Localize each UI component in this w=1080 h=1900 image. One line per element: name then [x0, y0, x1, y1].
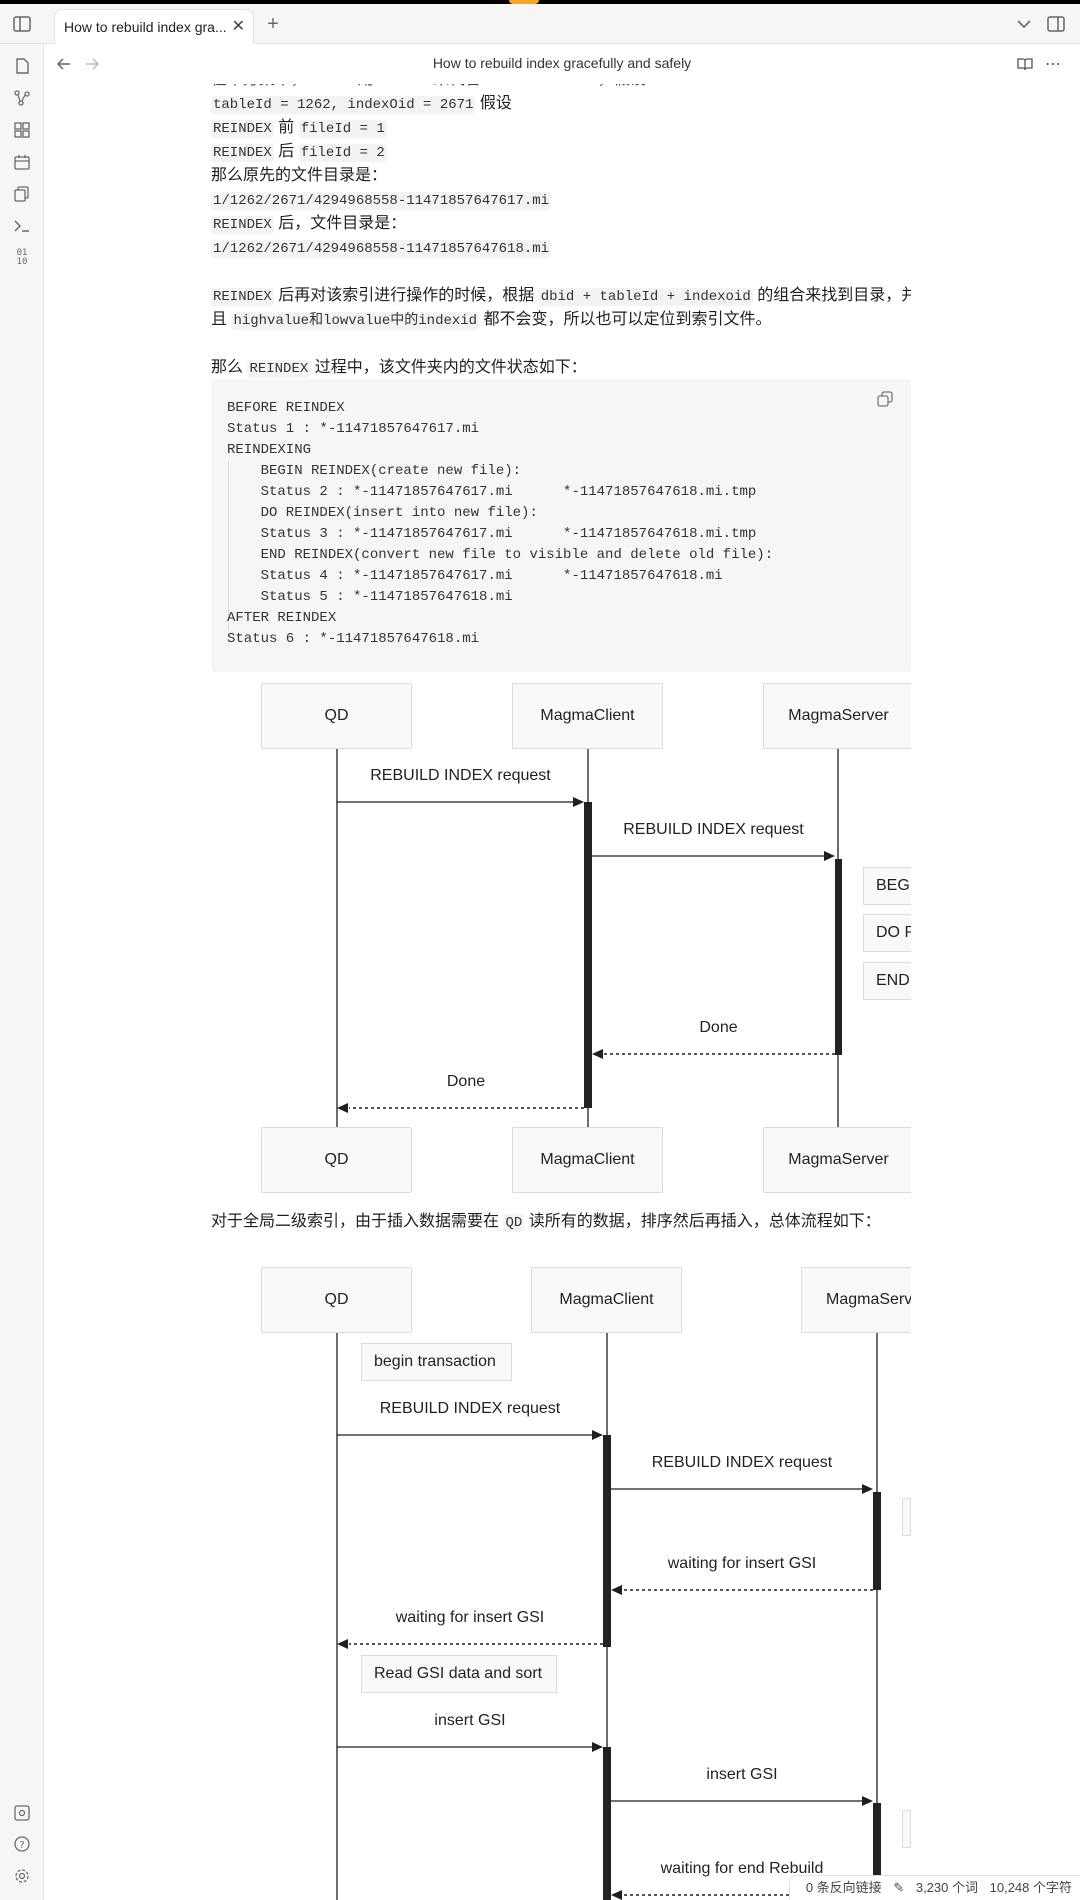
copy-icon[interactable]	[874, 388, 896, 410]
actor-magmaserver-top: MagmaServer	[763, 683, 911, 749]
canvas-icon[interactable]	[11, 119, 33, 141]
code-block-text: BEFORE REINDEX Status 1 : *-114718576476…	[227, 400, 774, 647]
char-count: 10,248 个字符	[989, 1880, 1072, 1895]
actor-qd-top: QD	[261, 683, 412, 749]
reading-mode-book-icon[interactable]	[1014, 54, 1036, 74]
message-label: REBUILD INDEX request	[379, 1400, 561, 1417]
tab-title: How to rebuild index gra...	[64, 19, 227, 35]
sequence-diagram-reindex: QD MagmaClient MagmaServer REBUILD INDEX…	[211, 84, 911, 1900]
graph-view-icon[interactable]	[11, 87, 33, 109]
note-partial	[902, 1498, 911, 1536]
actor-qd: QD	[261, 1267, 412, 1333]
message-label: waiting for insert GSI	[395, 1609, 545, 1626]
note-partial	[902, 1810, 911, 1848]
inline-code: REINDEX	[211, 144, 274, 162]
vault-switcher-icon[interactable]	[11, 1802, 33, 1824]
actor-magmaserver-bottom: MagmaServer	[763, 1127, 911, 1193]
text-line: 那么原先的文件目录是：	[211, 167, 388, 184]
paragraph-line: REINDEX 后再对该索引进行操作的时候，根据 dbid + tableId …	[211, 287, 911, 306]
note-title[interactable]: How to rebuild index gracefully and safe…	[432, 55, 692, 71]
note-do-reindex: DO REINDEX	[863, 914, 911, 952]
more-options-icon[interactable]: ⋯	[1045, 56, 1061, 73]
sequence-diagram-gsi: QD MagmaClient MagmaServer begin transac…	[211, 84, 911, 1900]
text-line: REINDEX 前 fileId = 1	[211, 119, 387, 138]
inline-code: REINDEX	[211, 120, 274, 138]
activation-bar-server-2	[873, 1492, 881, 1590]
message-label: insert GSI	[434, 1712, 506, 1729]
inline-code: 1/1262/2671/4294968558-11471857647618.mi	[211, 240, 552, 258]
settings-gear-icon[interactable]	[11, 1865, 33, 1887]
inline-code: QD	[503, 1214, 525, 1232]
word-count: 3,230 个词	[915, 1880, 978, 1895]
indent-guide	[228, 461, 229, 631]
message-label: insert GSI	[706, 1766, 778, 1783]
inline-code: REINDEX	[211, 216, 274, 234]
terminal-icon[interactable]	[11, 215, 33, 237]
inline-code: fileId = 1	[298, 120, 387, 138]
note-read-gsi: Read GSI data and sort	[361, 1655, 557, 1693]
actor-magmaserver: MagmaServer	[801, 1267, 911, 1333]
partial-line-top: 在本方案中，indexid用indexoid来代替index relfileno…	[211, 84, 646, 92]
inline-code: fileId = 2	[298, 144, 387, 162]
actor-magmaclient: MagmaClient	[531, 1267, 682, 1333]
window-indicator	[509, 0, 539, 4]
message-label: Done	[699, 1019, 738, 1036]
message-label: waiting for insert GSI	[667, 1555, 817, 1572]
status-bar: 0 条反向链接 ✎ 3,230 个词 10,248 个字符	[788, 1875, 1080, 1900]
inline-code: highvalue和lowvalue中的indexid	[231, 312, 480, 330]
chevron-down-icon[interactable]	[1014, 14, 1034, 34]
inline-code: 1/1262/2671/4294968558-11471857647617.mi	[211, 192, 552, 210]
note-begin-reindex: BEGIN REINDEX	[863, 867, 911, 905]
text-line: 1/1262/2671/4294968558-11471857647617.mi	[211, 188, 552, 213]
inline-code: REINDEX	[211, 288, 274, 306]
inline-code: tableId = 1262, indexOid = 2671	[211, 96, 476, 114]
backlinks-count[interactable]: 0 条反向链接	[805, 1880, 882, 1895]
right-sidebar-toggle-icon[interactable]	[1044, 12, 1068, 36]
activation-bar-client-3	[603, 1747, 611, 1900]
copy-files-icon[interactable]	[11, 183, 33, 205]
activation-bar-client-2	[603, 1435, 611, 1647]
sidebar-toggle-icon[interactable]	[10, 12, 34, 36]
message-label: REBUILD INDEX request	[623, 821, 804, 838]
new-tab-icon[interactable]: +	[267, 12, 279, 35]
inline-code: REINDEX	[247, 360, 311, 378]
back-arrow-icon[interactable]	[54, 54, 74, 74]
actor-magmaclient-top: MagmaClient	[512, 683, 663, 749]
tab-bar: How to rebuild index gra... ✕ +	[0, 4, 1080, 45]
forward-arrow-icon[interactable]	[82, 54, 102, 74]
message-label: REBUILD INDEX request	[370, 767, 551, 784]
text-line: REINDEX 后 fileId = 2	[211, 143, 387, 162]
window-top-strip	[0, 0, 1080, 4]
actor-magmaclient-bottom: MagmaClient	[512, 1127, 663, 1193]
svg-text:?: ?	[19, 1840, 24, 1851]
paragraph-line: 那么 REINDEX 过程中，该文件夹内的文件状态如下：	[211, 359, 587, 378]
diagram-lines	[336, 749, 881, 1900]
text-line: tableId = 1262, indexOid = 2671 假设	[211, 95, 512, 114]
note-end-reindex: END REINDEX	[863, 962, 911, 1000]
message-label: Done	[446, 1073, 486, 1090]
calendar-icon[interactable]	[11, 151, 33, 173]
note-begin-transaction: begin transaction	[361, 1343, 512, 1381]
note-content: 在本方案中，indexid用indexoid来代替index relfileno…	[211, 84, 911, 1900]
edit-pencil-icon[interactable]: ✎	[893, 1880, 905, 1895]
message-label: waiting for end Rebuild	[660, 1860, 824, 1877]
close-tab-icon[interactable]: ✕	[231, 18, 245, 35]
activation-bar-client	[584, 802, 592, 1108]
inline-code: dbid + tableId + indexoid	[538, 288, 753, 306]
view-header: How to rebuild index gracefully and safe…	[44, 44, 1080, 84]
text-line: 1/1262/2671/4294968558-11471857647618.mi	[211, 236, 552, 261]
help-icon[interactable]: ?	[11, 1833, 33, 1855]
activation-bar-server	[835, 859, 842, 1055]
tab-active-note[interactable]: How to rebuild index gra... ✕	[54, 9, 254, 45]
file-explorer-icon[interactable]	[11, 55, 33, 77]
activation-bar-server-3	[873, 1803, 881, 1900]
actor-qd-bottom: QD	[261, 1127, 412, 1193]
message-label: REBUILD INDEX request	[651, 1454, 833, 1471]
paragraph-line: 且 highvalue和lowvalue中的indexid 都不会变，所以也可以…	[211, 311, 772, 330]
paragraph-line: 对于全局二级索引，由于插入数据需要在 QD 读所有的数据，排序然后再插入，总体流…	[211, 1213, 881, 1232]
text-line: REINDEX 后，文件目录是：	[211, 215, 407, 234]
code-block[interactable]: BEFORE REINDEX Status 1 : *-114718576476…	[211, 379, 911, 672]
